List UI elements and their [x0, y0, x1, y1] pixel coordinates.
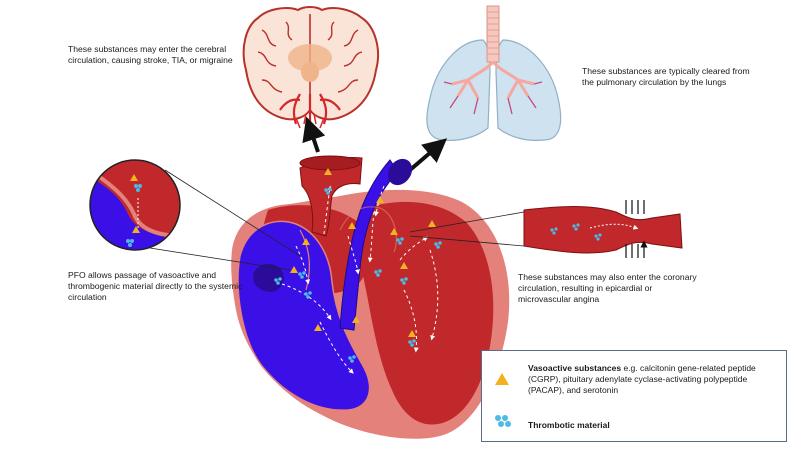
thrombus-marker: [396, 238, 400, 242]
thrombus-marker: [352, 355, 356, 359]
thrombus-marker: [410, 343, 414, 347]
brain-illustration: [244, 7, 378, 128]
thrombus-marker: [400, 278, 404, 282]
pfo-annotation: PFO allows passage of vasoactive and thr…: [68, 270, 253, 303]
thrombus-marker: [274, 278, 278, 282]
thrombus-marker: [408, 340, 412, 344]
thrombus-marker: [348, 356, 352, 360]
thrombus-marker: [324, 188, 328, 192]
coronary-vessel: [524, 200, 682, 258]
thrombus-marker: [374, 270, 378, 274]
thrombus-marker: [328, 187, 332, 191]
legend-box: Vasoactive substances e.g. calcitonin ge…: [481, 350, 787, 442]
thrombotic-dots-icon: [492, 413, 514, 429]
thrombus-marker: [276, 281, 280, 285]
thrombus-marker: [304, 292, 308, 296]
thrombus-marker: [302, 271, 306, 275]
heart-illustration: [231, 154, 509, 439]
thrombus-marker: [400, 237, 404, 241]
thrombus-marker: [376, 273, 380, 277]
thrombus-marker: [278, 277, 282, 281]
pfo-zoom-inset: [88, 158, 184, 254]
vasoactive-legend-text: Vasoactive substances e.g. calcitonin ge…: [528, 363, 778, 396]
thrombus-marker: [298, 272, 302, 276]
lungs-annotation: These substances are typically cleared f…: [582, 66, 762, 88]
thrombus-marker: [434, 242, 438, 246]
thrombus-marker: [398, 241, 402, 245]
thrombus-marker: [404, 277, 408, 281]
arrow-to-brain: [310, 128, 318, 152]
brain-annotation: These substances may enter the cerebral …: [68, 44, 253, 66]
thrombus-marker: [350, 359, 354, 363]
vasoactive-triangle-icon: [495, 373, 509, 385]
thrombus-marker: [438, 241, 442, 245]
thrombotic-legend-text: Thrombotic material: [528, 420, 778, 431]
thrombus-marker: [402, 281, 406, 285]
thrombus-marker: [326, 191, 330, 195]
thrombus-marker: [308, 291, 312, 295]
vasoactive-legend-title: Vasoactive substances: [528, 363, 621, 373]
arrow-to-lungs: [410, 146, 438, 170]
thrombus-marker: [306, 295, 310, 299]
thrombus-marker: [412, 339, 416, 343]
thrombus-marker: [436, 245, 440, 249]
thrombotic-legend-title: Thrombotic material: [528, 420, 610, 430]
coronary-annotation: These substances may also enter the coro…: [518, 272, 703, 305]
thrombus-marker: [300, 275, 304, 279]
thrombus-marker: [378, 269, 382, 273]
lungs-illustration: [427, 6, 561, 140]
